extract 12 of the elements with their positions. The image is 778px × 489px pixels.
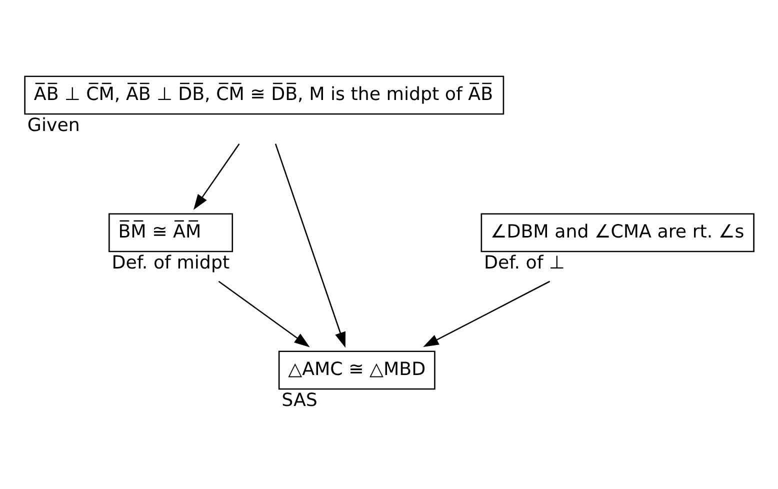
node-box: △AMC ≅ △MBD (278, 350, 436, 390)
node-label: Given (27, 114, 80, 136)
node-label: Def. of ⊥ (484, 252, 565, 274)
arrow (194, 143, 240, 210)
arrow (274, 143, 346, 348)
node-box: ∠DBM and ∠CMA are rt. ∠s (480, 212, 754, 252)
node-label: Def. of midpt (112, 252, 230, 274)
arrow (423, 280, 550, 346)
node-box: B̅M̅ ≅ A̅M̅ (108, 212, 234, 252)
arrow (218, 280, 310, 347)
node-box: A̅B̅ ⊥ C̅M̅, A̅B̅ ⊥ D̅B̅, C̅M̅ ≅ D̅B̅, M is the midpt of A̅B̅ (24, 75, 504, 114)
node-label: SAS (282, 390, 318, 411)
